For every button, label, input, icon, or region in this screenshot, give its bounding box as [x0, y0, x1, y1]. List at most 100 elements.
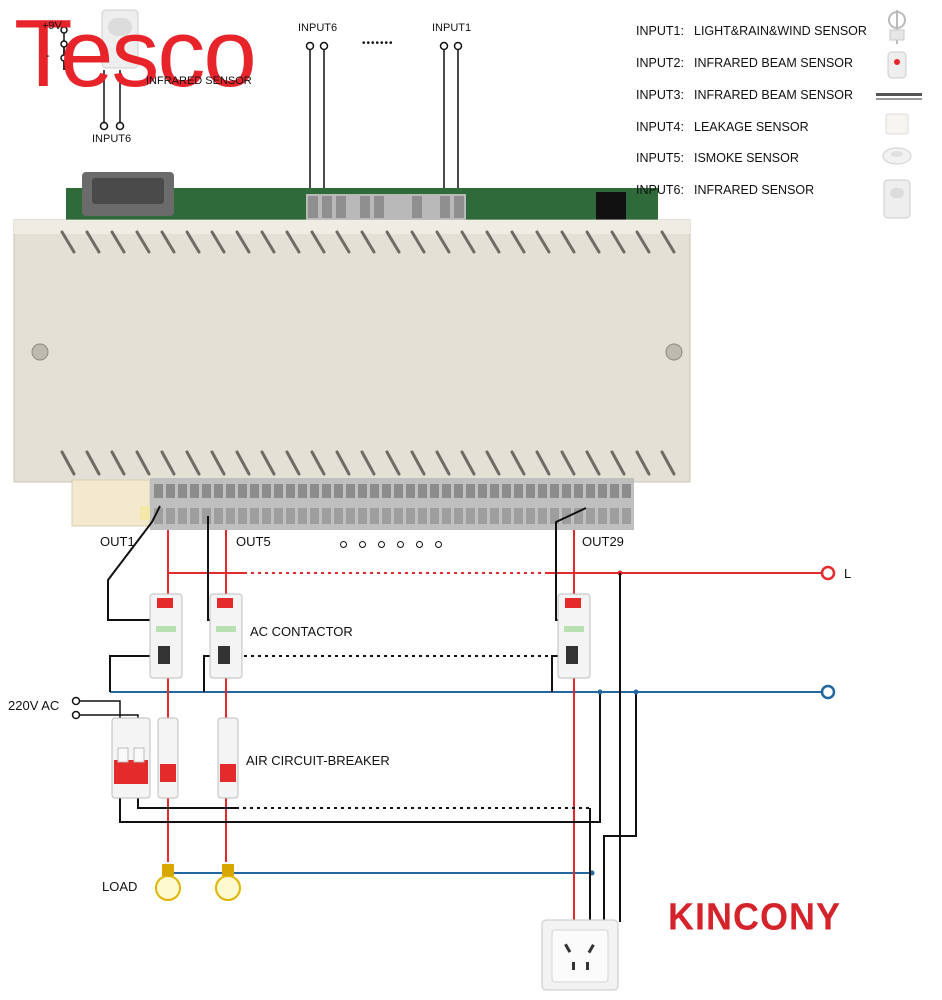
- kincony-logo: KINCONY: [668, 894, 842, 938]
- legend-value: INFRARED BEAM SENSOR: [694, 56, 854, 70]
- terminal-screw: [418, 484, 427, 498]
- legend-key: INPUT5:: [636, 151, 684, 165]
- output-terminal-block: [150, 478, 634, 530]
- vent-slot: [335, 230, 351, 254]
- terminal-screw: [478, 484, 487, 498]
- socket-icon: [541, 919, 619, 991]
- vent-slot: [385, 450, 401, 476]
- vent-slot: [235, 450, 251, 476]
- vent-slot: [185, 230, 201, 254]
- terminal-slot: [526, 508, 535, 524]
- vent-slot: [585, 230, 601, 254]
- terminal-slot: [430, 508, 439, 524]
- pir-sensor-icon: [883, 179, 911, 219]
- vent-slot: [135, 450, 151, 476]
- terminal-slot: [310, 508, 319, 524]
- legend-key: INPUT4:: [636, 120, 684, 134]
- vent-slot: [510, 450, 526, 476]
- legend-key: INPUT6:: [636, 183, 684, 197]
- terminal-screw: [178, 484, 187, 498]
- input1-label: INPUT1: [432, 22, 472, 34]
- terminal-screw: [502, 484, 511, 498]
- chassis-vents: [60, 230, 676, 476]
- terminal-slot: [574, 508, 583, 524]
- vent-slot: [85, 450, 101, 476]
- vent-slot: [285, 450, 301, 476]
- vent-slot: [585, 450, 601, 476]
- terminal-slot: [250, 508, 259, 524]
- vent-slot: [535, 230, 551, 254]
- legend-row: INPUT3:INFRARED BEAM SENSOR: [636, 88, 853, 102]
- terminal-screw: [250, 484, 259, 498]
- vent-slot: [285, 230, 301, 254]
- live-label: L: [844, 566, 852, 581]
- terminal-slot: [394, 508, 403, 524]
- terminal-slot: [322, 508, 331, 524]
- terminal-slot: [406, 508, 415, 524]
- vent-slot: [85, 230, 101, 254]
- power-in-label: 220V AC: [8, 698, 60, 713]
- input6-label: INPUT6: [298, 22, 338, 34]
- input-terminal-block: [306, 194, 466, 224]
- vent-slot: [635, 230, 651, 254]
- vent-slot: [460, 450, 476, 476]
- terminal-screw: [586, 484, 595, 498]
- terminal-screw: [154, 484, 163, 498]
- terminal-slot: [346, 508, 355, 524]
- top-infrared-sensor: [60, 9, 139, 131]
- vent-slot: [460, 230, 476, 254]
- vent-slot: [635, 450, 651, 476]
- vent-slot: [210, 230, 226, 254]
- terminal-screw: [382, 484, 391, 498]
- terminal-slot: [358, 508, 367, 524]
- ac-contactor-2: [209, 593, 243, 679]
- terminal-slot: [298, 508, 307, 524]
- out5-label: OUT5: [236, 534, 271, 549]
- vent-slot: [185, 450, 201, 476]
- terminal-screw: [622, 484, 631, 498]
- vent-slot: [110, 450, 126, 476]
- vent-slot: [385, 230, 401, 254]
- terminal-slot: [586, 508, 595, 524]
- vent-slot: [235, 230, 251, 254]
- out29-label: OUT29: [582, 534, 624, 549]
- ac-contactor-1: [149, 593, 183, 679]
- bulb-icon: [155, 864, 181, 901]
- terminal-screw: [574, 484, 583, 498]
- smoke-sensor-icon: [882, 147, 912, 165]
- terminal-slot: [154, 508, 163, 524]
- tesco-watermark: Tesco: [14, 0, 257, 107]
- power-bus: [110, 565, 836, 876]
- terminal-screw: [514, 484, 523, 498]
- input-wires: [305, 41, 463, 198]
- terminal-slot: [238, 508, 247, 524]
- terminal-screw: [538, 484, 547, 498]
- vent-slot: [435, 450, 451, 476]
- legend-row: INPUT5:ISMOKE SENSOR: [636, 151, 799, 165]
- terminal-slot: [202, 508, 211, 524]
- terminal-screw: [406, 484, 415, 498]
- vent-slot: [135, 230, 151, 254]
- terminal-slot: [262, 508, 271, 524]
- legend-key: INPUT2:: [636, 56, 684, 70]
- gnd-label: -: [46, 50, 50, 62]
- terminal-screw: [598, 484, 607, 498]
- vent-slot: [560, 230, 576, 254]
- terminal-slot: [286, 508, 295, 524]
- legend-value: LIGHT&RAIN&WIND SENSOR: [694, 24, 867, 38]
- top-infrared-sensor-label: INFRARED SENSOR: [146, 75, 252, 87]
- vent-slot: [160, 230, 176, 254]
- leak-sensor-icon: [885, 113, 909, 135]
- terminal-screw: [442, 484, 451, 498]
- terminal-screw: [214, 484, 223, 498]
- ac-contactor-29: [557, 593, 591, 679]
- terminal-screw: [610, 484, 619, 498]
- controller-board: [13, 172, 691, 530]
- legend-row: INPUT6:INFRARED SENSOR: [636, 183, 814, 197]
- terminal-screw: [550, 484, 559, 498]
- vent-slot: [610, 450, 626, 476]
- terminal-slot: [598, 508, 607, 524]
- terminal-slot: [178, 508, 187, 524]
- vent-slot: [360, 450, 376, 476]
- terminal-screw: [370, 484, 379, 498]
